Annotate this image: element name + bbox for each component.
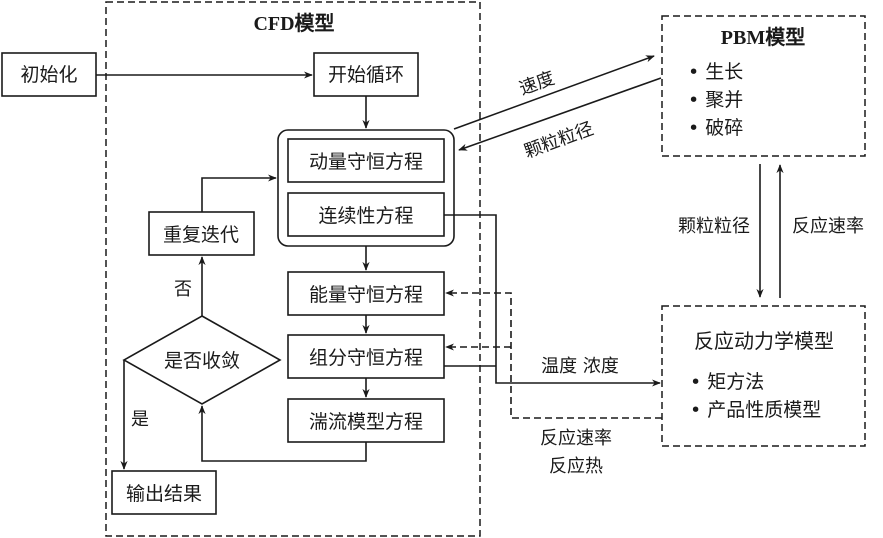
pbm-model-title: PBM模型 (721, 25, 805, 49)
kinetics-item-product: • 产品性质模型 (690, 399, 821, 421)
pbm-item-growth: • 生长 (688, 61, 743, 83)
convergence-label: 是否收敛 (164, 350, 240, 372)
arrow-temp-conc-to-kinetics (444, 214, 661, 387)
arrow-turbulence-to-decision (198, 405, 367, 462)
arrow-velocity-to-pbm (453, 55, 655, 130)
energy-eq-node[interactable] (287, 271, 445, 316)
kinetics-model-title: 反应动力学模型 (694, 329, 834, 353)
output-result-node[interactable] (111, 470, 217, 515)
turbulence-eq-node[interactable] (287, 398, 445, 443)
species-eq-label: 组分守恒方程 (309, 347, 423, 369)
energy-eq-label: 能量守恒方程 (309, 284, 423, 306)
velocity-label: 速度 (517, 68, 558, 100)
arrow-repeat-to-group (201, 174, 277, 212)
init-label: 初始化 (20, 64, 77, 86)
temp-conc-label: 温度 浓度 (541, 356, 619, 377)
rate-label-pbm: 反应速率 (792, 216, 864, 237)
output-result-label: 输出结果 (126, 483, 202, 505)
pbm-model-box[interactable] (661, 15, 866, 157)
repeat-iteration-label: 重复迭代 (163, 224, 239, 246)
particle-size-label-kinetics: 颗粒粒径 (678, 216, 750, 237)
particle-size-label-cfd: 颗粒粒径 (522, 118, 597, 162)
start-loop-node[interactable] (313, 52, 419, 97)
init-node[interactable] (1, 52, 97, 97)
turbulence-eq-label: 湍流模型方程 (309, 411, 423, 433)
momentum-eq-label: 动量守恒方程 (309, 151, 423, 173)
no-label: 否 (174, 279, 192, 300)
pbm-item-aggregation: • 聚并 (688, 89, 743, 111)
yes-label: 是 (131, 409, 149, 430)
momentum-eq-node[interactable] (287, 138, 445, 183)
arrow-heat-to-energy (445, 289, 662, 419)
kinetics-model-box[interactable] (661, 305, 866, 447)
heat-label-cfd: 反应热 (549, 456, 603, 477)
continuity-eq-label: 连续性方程 (318, 205, 413, 227)
pbm-item-breakage: • 破碎 (688, 117, 743, 139)
species-eq-node[interactable] (287, 334, 445, 379)
kinetics-item-moments: • 矩方法 (690, 371, 764, 393)
arrow-particle-size-to-cfd (458, 77, 662, 151)
convergence-decision[interactable] (122, 315, 282, 405)
rate-label-cfd: 反应速率 (540, 428, 612, 449)
cfd-model-group (105, 1, 481, 537)
start-loop-label: 开始循环 (328, 64, 404, 86)
cfd-model-title: CFD模型 (253, 11, 334, 35)
